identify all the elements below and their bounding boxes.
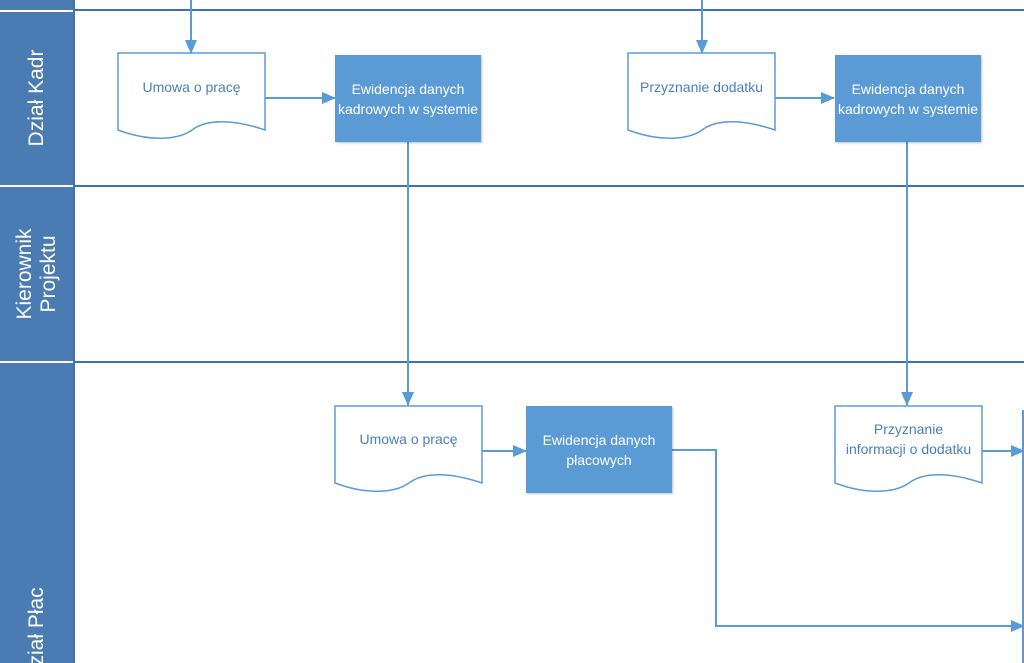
lane-divider-manager-payroll [74, 361, 1024, 363]
lane-left-border [73, 0, 75, 663]
process-payroll-record: Ewidencja danych płacowych [526, 406, 672, 493]
document-bonus-grant: Przyznanie dodatku [640, 79, 763, 95]
lane-header-manager: Kierownik Projektu [0, 187, 74, 361]
process-hr-record-2: Ewidencja danych kadrowych w systemie [835, 55, 981, 142]
lane-divider-hr-manager [74, 185, 1024, 187]
document-contract-hr: Umowa o pracę [142, 79, 241, 95]
document-shape-bonus-info [834, 405, 983, 492]
document-contract-payroll: Umowa o pracę [359, 431, 458, 447]
lane-header-hr: Dział Kadr [0, 12, 74, 185]
lane-divider-top [74, 9, 1024, 11]
process-hr-record-1: Ewidencja danych kadrowych w systemie [335, 55, 481, 142]
lane-header-payroll: Dział Płac [0, 363, 74, 663]
document-shape-contract-payroll [334, 405, 483, 492]
document-shape-contract-hr [117, 52, 266, 139]
connector-payroll-record-out [672, 449, 1024, 632]
document-bonus-info: Przyznanie informacji o dodatku [845, 421, 972, 457]
document-shape-bonus-grant [627, 52, 776, 139]
lane-header-top [0, 0, 74, 10]
